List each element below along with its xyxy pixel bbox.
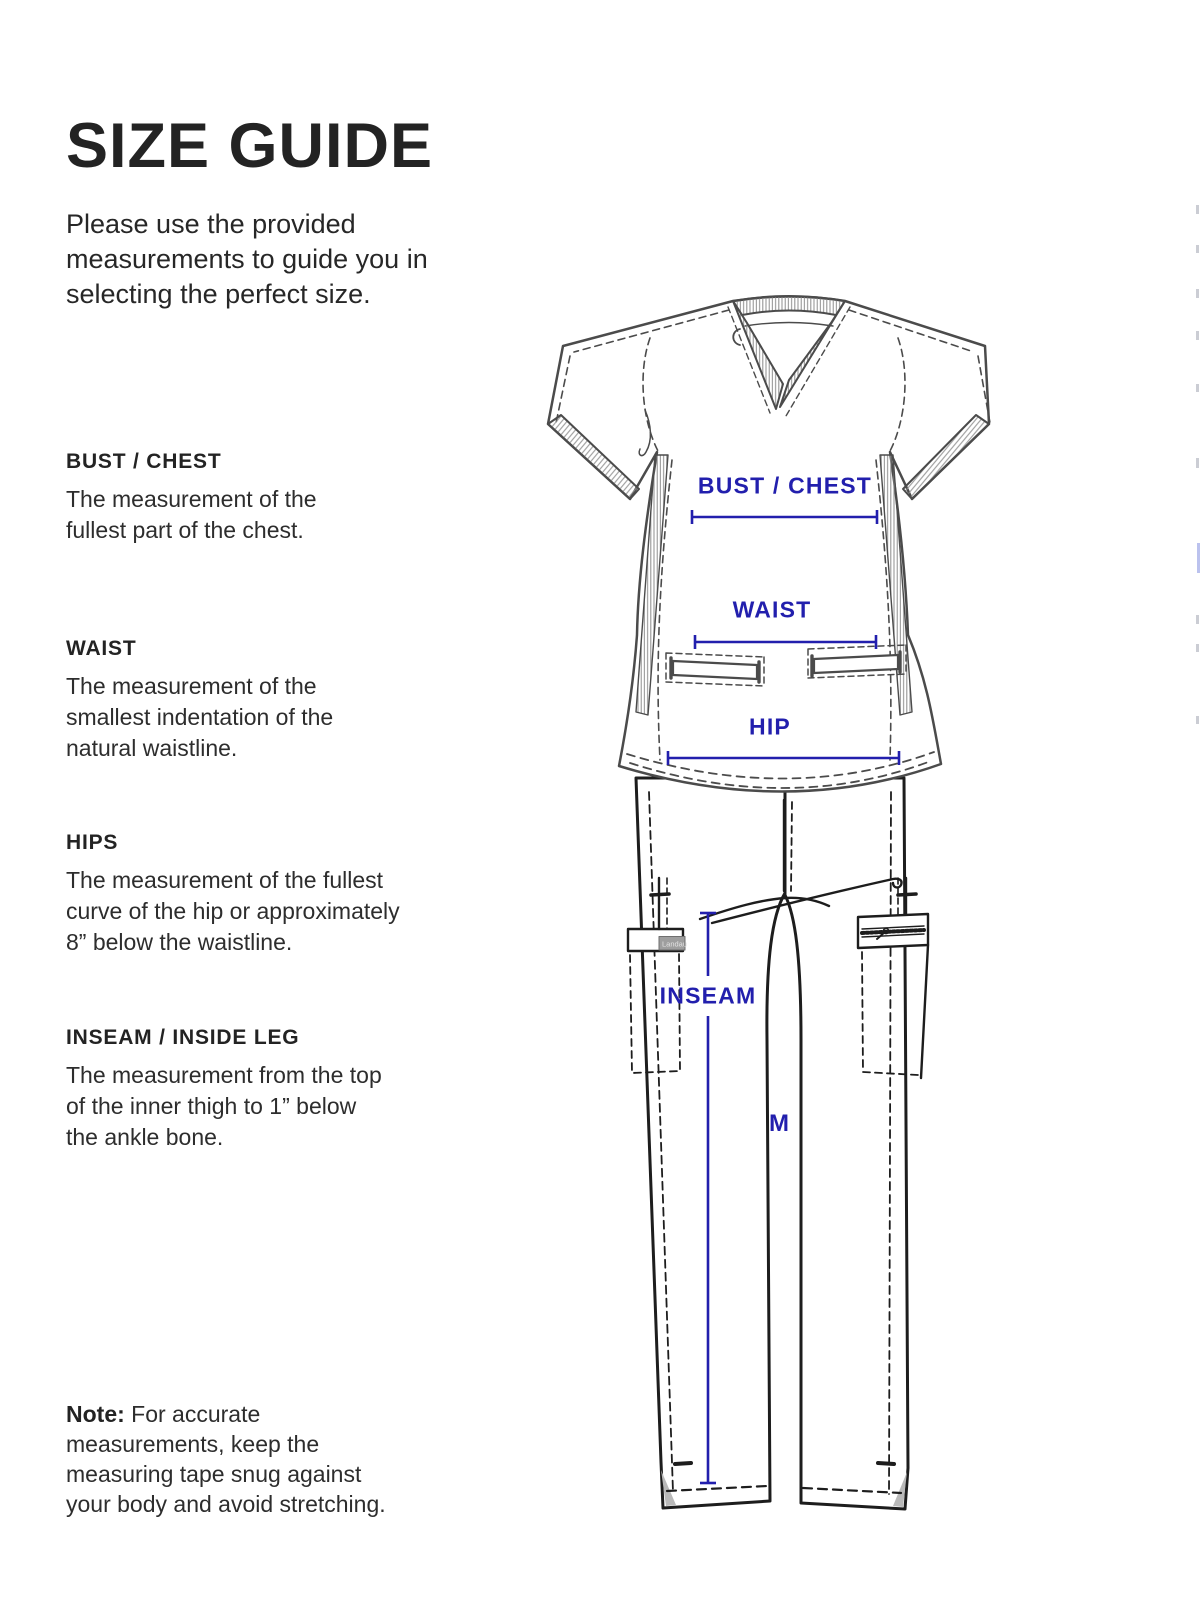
edge-artifact [1196, 289, 1199, 298]
zipper-pull-icon [882, 927, 890, 935]
bust-measure-label: BUST / CHEST [697, 472, 873, 499]
section-inseam: INSEAM / INSIDE LEG The measurement from… [66, 1026, 536, 1153]
inseam-measure-line [700, 911, 716, 1485]
section-bust-chest: BUST / CHEST The measurement of the full… [66, 450, 536, 546]
sleeve-cuffs [547, 414, 990, 500]
note-label: Note: [66, 1401, 125, 1427]
edge-artifact [1196, 458, 1199, 468]
welt-pockets [665, 644, 907, 687]
edge-artifact [1196, 384, 1199, 392]
section-body: The measurement from the top of the inne… [66, 1062, 382, 1150]
page-title: SIZE GUIDE [66, 111, 434, 182]
brand-tab-label: Landau [662, 940, 687, 949]
inseam-measure-label: INSEAM [659, 982, 757, 1009]
waist-measure-line [693, 635, 878, 649]
edge-artifact [1196, 615, 1199, 624]
section-body: The measurement of the smallest indentat… [66, 673, 334, 761]
section-body: The measurement of the fullest curve of … [66, 867, 400, 955]
edge-artifact [1196, 205, 1199, 214]
section-heading: INSEAM / INSIDE LEG [66, 1026, 300, 1049]
side-rib-panels [635, 454, 913, 716]
left-cargo-pocket: Landau [626, 876, 687, 1074]
pants-left-leg [634, 776, 787, 1510]
scrub-top-drawing [546, 295, 991, 793]
hanger-loop-icon [732, 328, 741, 346]
section-body: The measurement of the fullest part of t… [66, 486, 317, 543]
right-cargo-pocket [856, 876, 930, 1080]
note-body: For accurate measurements, keep the meas… [66, 1401, 386, 1517]
size-marker-label: M [769, 1110, 789, 1137]
measurement-lines [666, 510, 901, 1485]
section-heading: HIPS [66, 831, 119, 854]
edge-artifact [1196, 331, 1199, 340]
note-text: Note: For accurate measurements, keep th… [66, 1399, 536, 1519]
section-hips: HIPS The measurement of the fullest curv… [66, 831, 536, 958]
chest-hook-detail [638, 409, 652, 457]
section-waist: WAIST The measurement of the smallest in… [66, 637, 536, 764]
hip-measure-line [666, 751, 901, 765]
section-heading: WAIST [66, 637, 137, 660]
edge-artifact [1197, 543, 1200, 573]
hip-measure-label: HIP [749, 713, 791, 740]
edge-artifact [1196, 245, 1199, 253]
v-neck-collar [727, 295, 851, 417]
edge-artifact [1196, 644, 1199, 652]
intro-text: Please use the provided measurements to … [66, 209, 428, 309]
scrub-pants-drawing: Landau [626, 776, 930, 1511]
bust-measure-line [690, 510, 879, 524]
waist-measure-label: WAIST [732, 596, 812, 623]
section-heading: BUST / CHEST [66, 450, 222, 473]
edge-artifact [1196, 716, 1199, 724]
brand-tab [658, 936, 686, 951]
